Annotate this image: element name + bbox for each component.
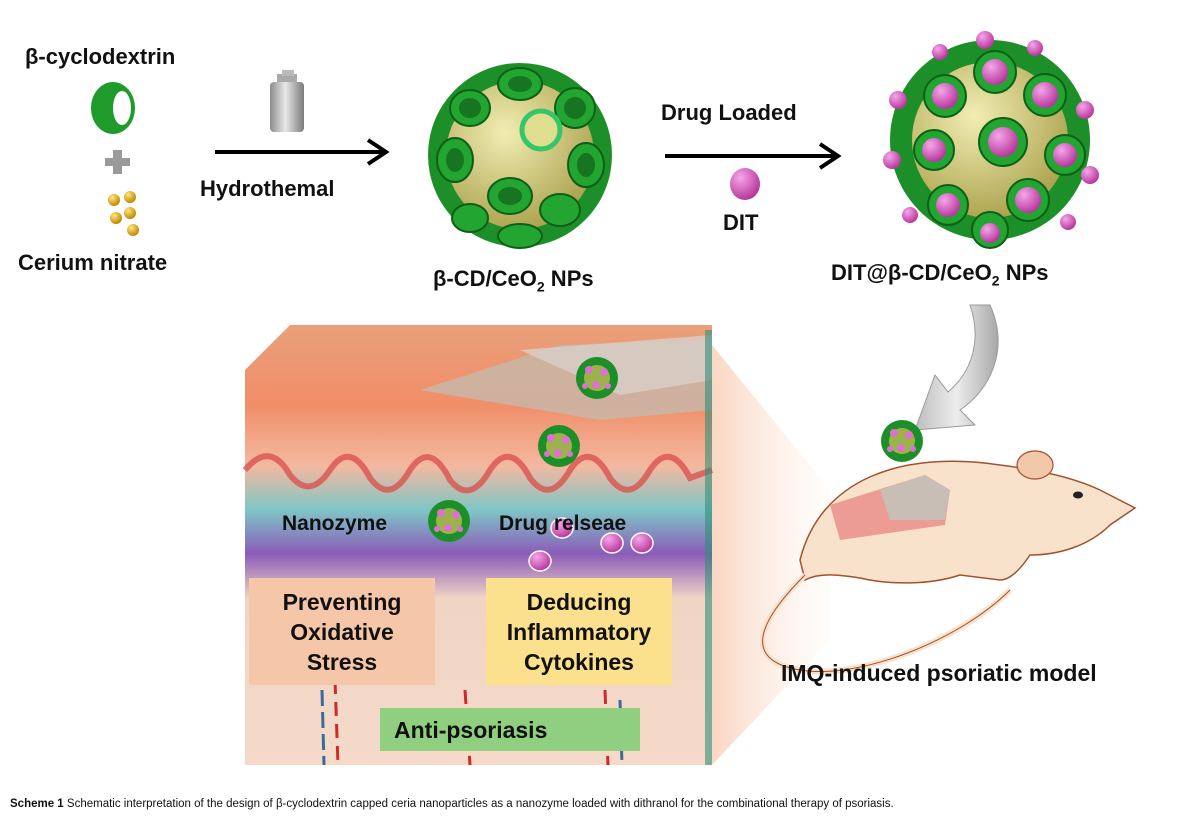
nanozyme-label: Nanozyme — [282, 512, 388, 535]
reagent-cyclodextrin-label: β-cyclodextrin — [25, 44, 176, 69]
released-drug-icons — [528, 517, 654, 572]
anti-psoriasis-box: Anti-psoriasis — [380, 708, 640, 751]
product-1-label: β-CD/CeO2 NPs — [433, 266, 594, 294]
cd-ceo2-nanoparticle-icon — [428, 63, 612, 249]
mouse-icon — [759, 450, 1137, 675]
dit-label: DIT — [723, 210, 759, 235]
caption-label: Scheme 1 — [10, 798, 64, 810]
product-1-tail: NPs — [544, 266, 594, 291]
zoom-projection — [712, 345, 830, 765]
product-1-subscript: 2 — [536, 278, 545, 295]
reagent-cerium-label: Cerium nitrate — [18, 250, 168, 275]
box-left-line-2: Oxidative — [290, 618, 394, 645]
skin-nanoparticle-icons — [428, 357, 923, 542]
box-left-line-1: Preventing — [282, 588, 402, 615]
product-2-subscript: 2 — [991, 272, 1000, 289]
dit-loaded-nanoparticle-icon — [883, 31, 1099, 249]
drug-loading-arrow — [665, 142, 842, 170]
curved-arrow-icon — [914, 304, 999, 431]
autoclave-icon — [270, 70, 304, 132]
figure-caption: Scheme 1 Schematic interpretation of the… — [10, 798, 894, 810]
product-2-main: DIT@β-CD/CeO — [831, 260, 992, 285]
anti-psoriasis-label: Anti-psoriasis — [394, 716, 548, 743]
product-1-main: β-CD/CeO — [433, 266, 537, 291]
box-right-line-1: Deducing — [526, 588, 632, 615]
plus-icon — [105, 150, 130, 174]
drug-release-label: Drug relseae — [499, 512, 627, 535]
box-left-line-3: Stress — [306, 648, 378, 675]
drug-loaded-label: Drug Loaded — [661, 100, 797, 125]
hydrothermal-label: Hydrothemal — [200, 176, 335, 201]
cerium-particles-icon — [108, 191, 139, 236]
mouse-model-label: IMQ-induced psoriatic model — [781, 660, 1097, 686]
product-2-tail: NPs — [999, 260, 1049, 285]
product-2-label: DIT@β-CD/CeO2 NPs — [831, 260, 1049, 288]
hydrothermal-arrow — [215, 138, 390, 166]
box-right-line-2: Inflammatory — [506, 618, 652, 645]
box-right-line-3: Cytokines — [524, 648, 634, 675]
dit-molecule-icon — [730, 168, 760, 200]
caption-text: Schematic interpretation of the design o… — [66, 798, 894, 810]
cyclodextrin-icon — [91, 82, 135, 134]
